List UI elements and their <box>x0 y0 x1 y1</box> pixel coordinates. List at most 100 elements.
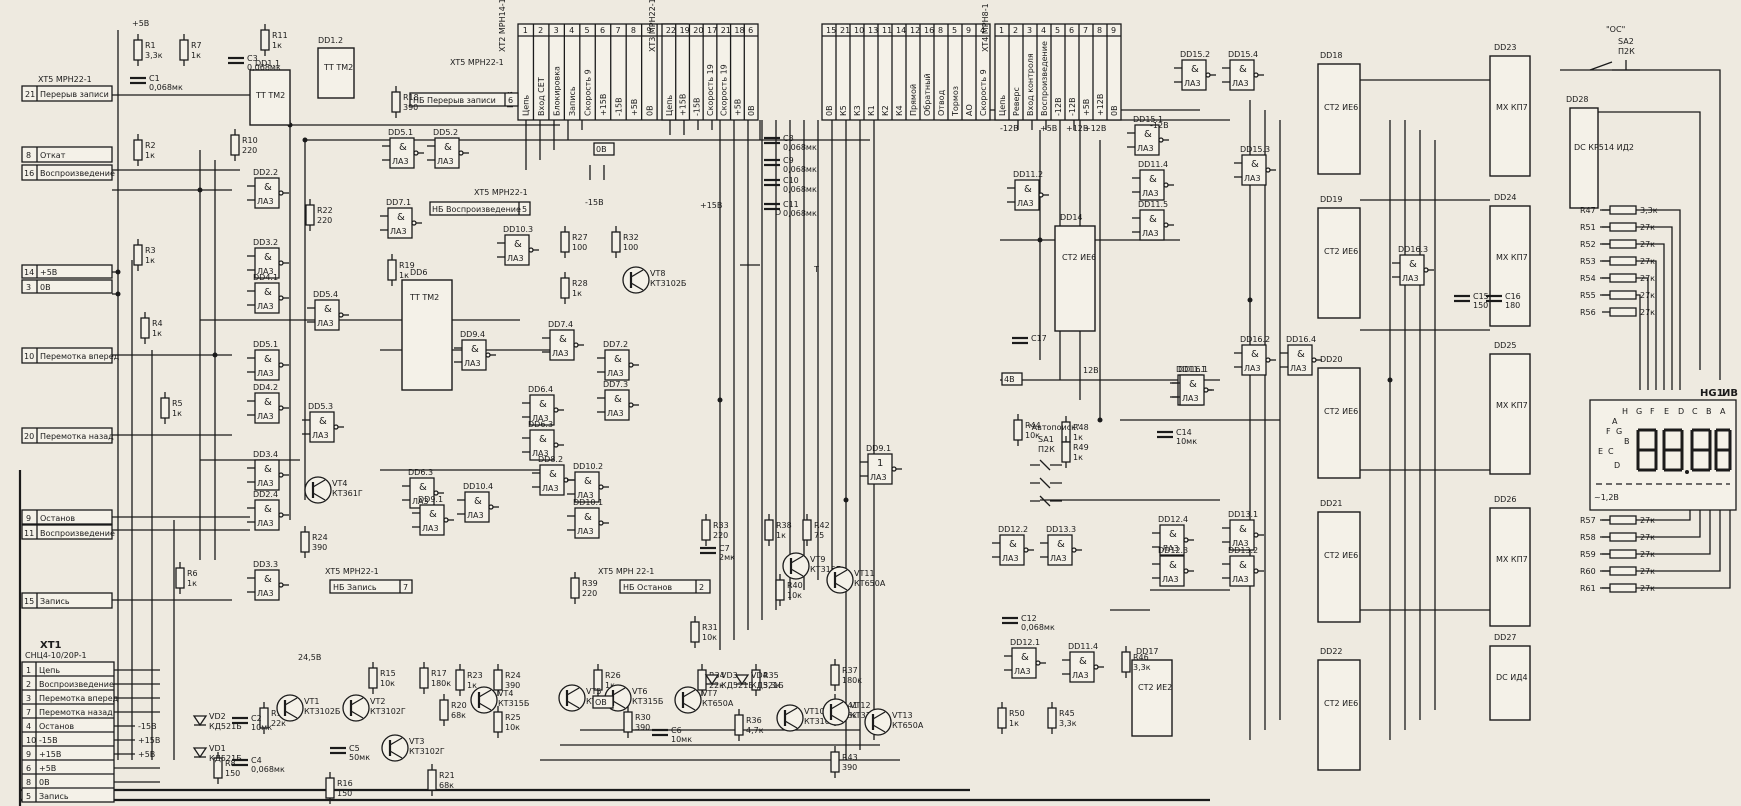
xt1-row[interactable]: 10-15В <box>26 736 58 745</box>
input-rewind-forward[interactable]: 10 Перемотка вперед <box>21 347 120 364</box>
chip-dd1-2[interactable]: DD1.2 ТТ ТМ2 <box>317 36 355 99</box>
xt4-column[interactable]: 5-12В <box>1054 26 1063 116</box>
nb-stop[interactable]: НБ Останов 2 <box>619 579 711 594</box>
capacitor-c9[interactable]: C90,068мк <box>764 156 817 174</box>
capacitor-c4[interactable]: C40,068мк <box>232 756 285 774</box>
chip-dd19[interactable]: DD19 СТ2 ИЕ6 <box>1317 195 1361 319</box>
nb-playback[interactable]: НБ Воспроизведение 5 <box>429 201 531 216</box>
chip-dd28[interactable]: DD28 DC КР514 ИД2 <box>1566 95 1634 209</box>
chip-dd14[interactable]: DD14 СТ2 ИЕ6 <box>1054 213 1096 332</box>
input-rollback[interactable]: 8 Откат <box>21 146 113 163</box>
chip-dd22[interactable]: DD22 СТ2 ИЕ6 <box>1317 647 1361 771</box>
xt1-row[interactable]: 9+15В <box>26 750 61 759</box>
input-zero-volt[interactable]: 3 0В <box>21 279 113 294</box>
capacitor-c1[interactable]: C10,068мк <box>130 74 183 92</box>
xt3-column[interactable]: 60В <box>747 26 756 116</box>
input-record-break[interactable]: 21 Перерыв записи <box>21 85 113 102</box>
nb-record[interactable]: НБ Запись 7 <box>329 579 413 594</box>
capacitor-c17[interactable]: C17 <box>1012 334 1047 345</box>
switch-autosearch[interactable]: "Автопоиск" SA1 П2К <box>1028 423 1080 507</box>
chip-dd26[interactable]: DD26 MX КП7 <box>1489 495 1531 627</box>
xt2-column[interactable]: 90В <box>645 26 654 116</box>
xt3-column[interactable]: 19+15В <box>679 26 690 116</box>
